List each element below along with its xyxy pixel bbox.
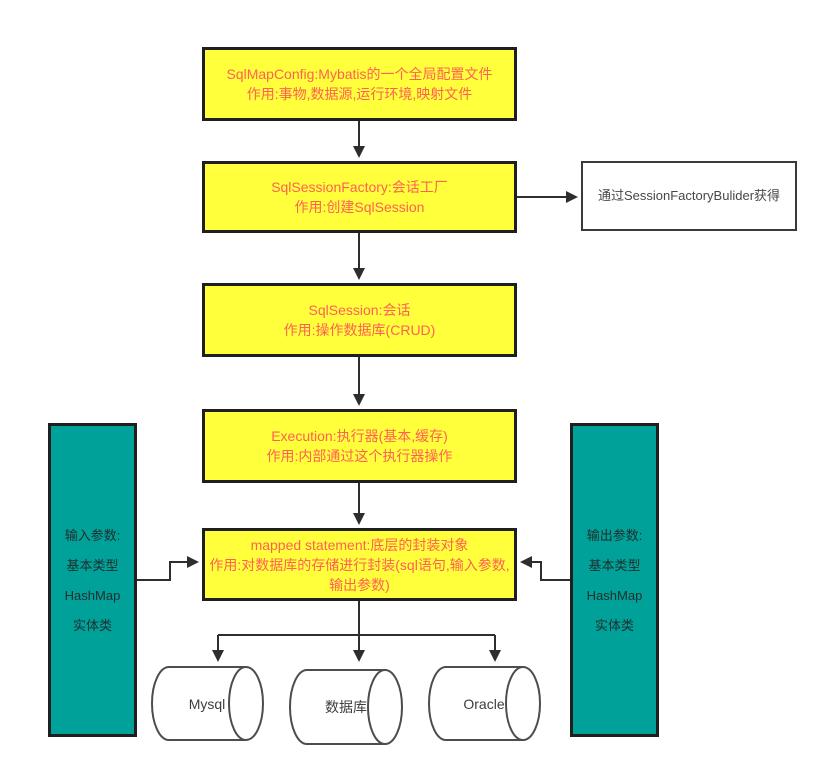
node-sqlsessionfactory-title: SqlSessionFactory:会话工厂 [271,179,448,195]
input-params-item-entity: 实体类 [72,617,112,633]
database-cylinder-generic [289,669,403,745]
output-params-item-entity: 实体类 [594,617,634,633]
node-sqlmapconfig-title: SqlMapConfig:Mybatis的一个全局配置文件 [226,66,493,82]
output-params-heading: 输出参数: [586,527,643,543]
node-mapped-statement-title: mapped statement:底层的封装对象 [250,536,469,553]
factory-builder-note-text: 通过SessionFactoryBulider获得 [597,188,781,203]
database-cylinder-oracle [428,666,541,741]
node-factory-builder-note: 通过SessionFactoryBulider获得 [581,161,797,231]
arrow-input-to-mapped [137,556,199,581]
node-sqlsession: SqlSession:会话 作用:操作数据库(CRUD) [202,283,517,357]
output-params-item-hashmap: HashMap [586,587,643,603]
node-sqlmapconfig: SqlMapConfig:Mybatis的一个全局配置文件 作用:事物,数据源,… [202,47,517,121]
input-params-heading: 输入参数: [64,527,121,543]
db-label-mysql: Mysql [189,696,226,712]
node-sqlsession-desc: 作用:操作数据库(CRUD) [283,322,436,338]
node-execution-desc: 作用:内部通过这个执行器操作 [266,448,453,464]
node-mapped-statement-desc: 作用:对数据库的存储进行封装(sql语句,输入参数,输出参数) [209,556,510,593]
database-cylinder-mysql [151,666,264,741]
node-execution: Execution:执行器(基本,缓存) 作用:内部通过这个执行器操作 [202,409,517,483]
panel-input-params: 输入参数: 基本类型 HashMap 实体类 [48,423,137,737]
node-sqlmapconfig-desc: 作用:事物,数据源,运行环境,映射文件 [246,86,473,102]
input-params-item-basic-type: 基本类型 [66,557,119,573]
node-sqlsession-title: SqlSession:会话 [308,302,411,318]
node-execution-title: Execution:执行器(基本,缓存) [271,428,448,444]
panel-output-params: 输出参数: 基本类型 HashMap 实体类 [570,423,659,737]
node-sqlsessionfactory: SqlSessionFactory:会话工厂 作用:创建SqlSession [202,161,517,233]
node-sqlsessionfactory-desc: 作用:创建SqlSession [294,199,425,215]
node-mapped-statement: mapped statement:底层的封装对象 作用:对数据库的存储进行封装(… [202,528,517,601]
db-label-database: 数据库 [325,699,367,715]
input-params-item-hashmap: HashMap [64,587,121,603]
output-params-item-basic-type: 基本类型 [588,557,641,573]
db-label-oracle: Oracle [463,696,504,712]
arrow-output-to-mapped [520,556,570,581]
